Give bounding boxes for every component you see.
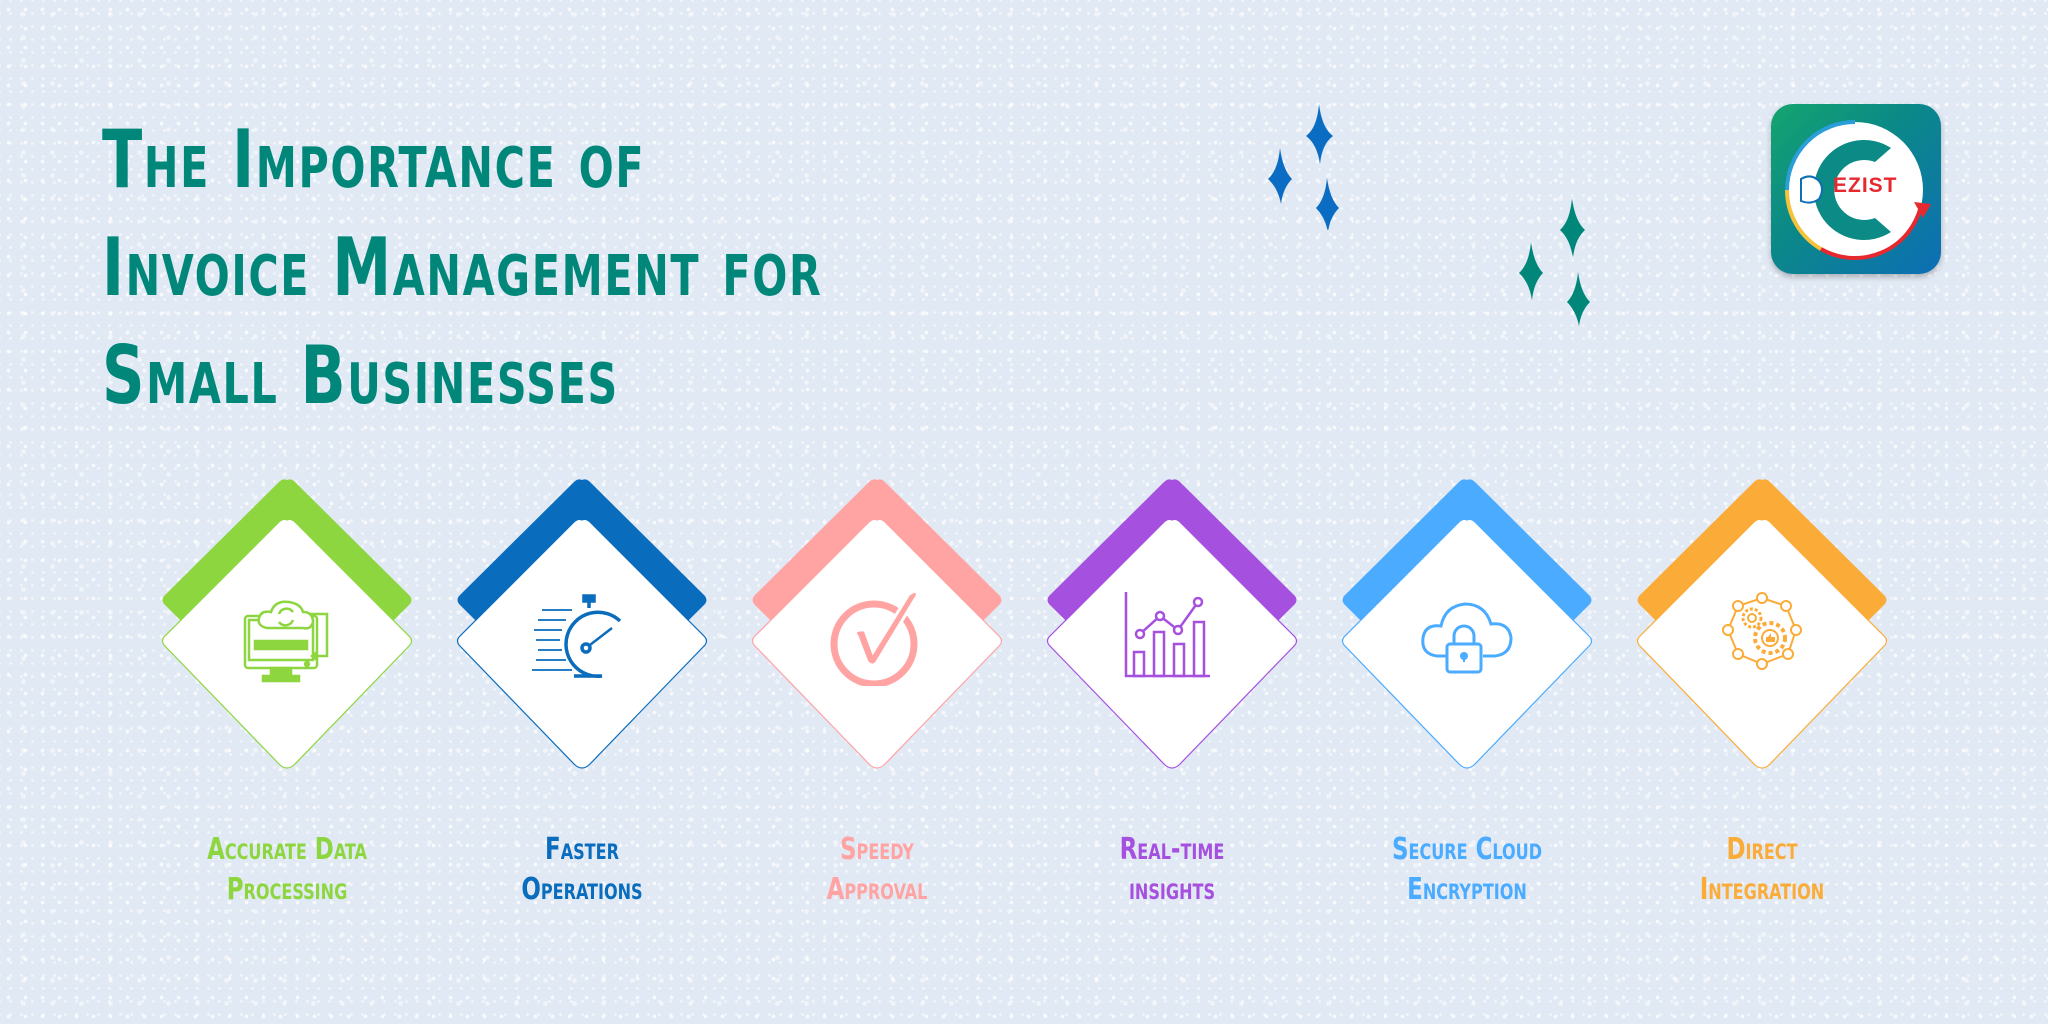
- page-title: The Importance of Invoice Management for…: [102, 106, 823, 430]
- title-line-3: Small Businesses: [102, 329, 619, 422]
- title-line-1: The Importance of: [102, 113, 646, 206]
- cloud-lock-icon: [1421, 602, 1513, 674]
- feature-label-real-time-insights: Real-time insights: [1119, 832, 1225, 907]
- feature-card-speedy-approval: [747, 476, 1007, 772]
- diamond-shape: [456, 479, 708, 769]
- feature-label-secure-cloud: Secure Cloud Encryption: [1391, 832, 1543, 907]
- feature-label-direct-integration: Direct Integration: [1699, 832, 1825, 907]
- feature-label-speedy-approval: Speedy Approval: [826, 832, 928, 907]
- sparkle-icon: [1519, 198, 1590, 326]
- stopwatch-speed-icon: [532, 594, 622, 678]
- feature-card-accurate-data: [157, 476, 417, 772]
- gears-network-icon: [1722, 592, 1802, 670]
- feature-card-secure-cloud: [1337, 476, 1597, 772]
- feature-card-faster-operations: [452, 476, 712, 772]
- feature-card-real-time-insights: [1042, 476, 1302, 772]
- feature-card-direct-integration: [1632, 476, 1892, 772]
- title-line-2: Invoice Management for: [102, 221, 823, 314]
- bar-line-chart-icon: [1124, 592, 1210, 678]
- cloud-sync-monitor-icon: [243, 600, 329, 683]
- sparkle-icon: [1268, 104, 1339, 230]
- feature-label-accurate-data: Accurate Data Processing: [207, 832, 367, 907]
- diamond-shape: [1046, 479, 1298, 769]
- feature-label-faster-operations: Faster Operations: [521, 832, 643, 907]
- logo-text: EZIST: [1833, 174, 1898, 197]
- ezist-logo: EZIST: [1771, 104, 1941, 274]
- check-circle-icon: [830, 589, 919, 686]
